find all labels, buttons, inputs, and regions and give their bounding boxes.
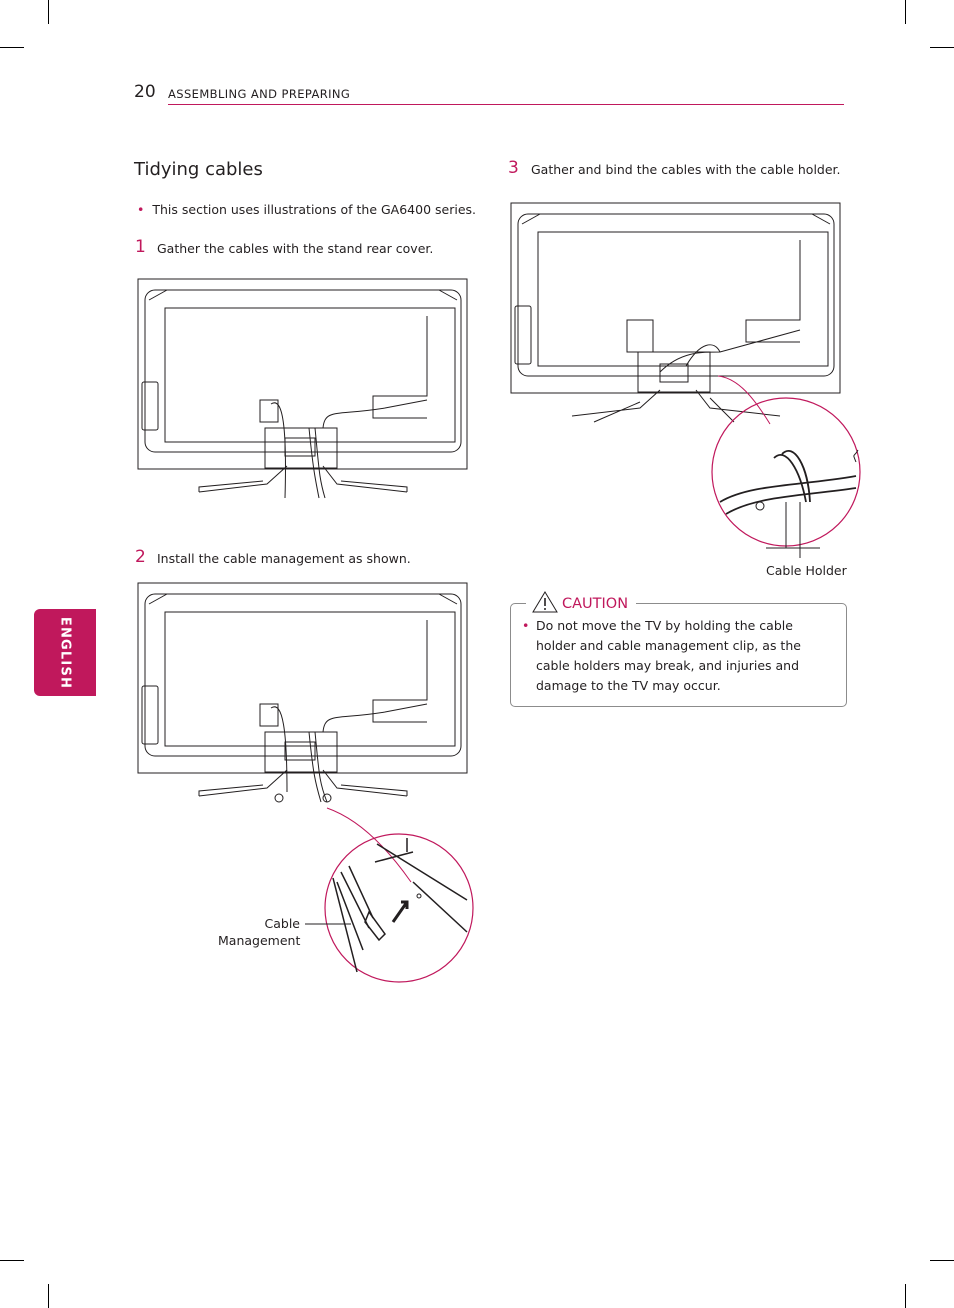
header-rule xyxy=(168,104,844,105)
language-tab-label: ENGLISH xyxy=(57,616,73,689)
crop-mark xyxy=(0,47,24,48)
section-heading: ASSEMBLING AND PREPARING xyxy=(168,87,351,101)
step-text: Install the cable management as shown. xyxy=(157,551,411,566)
step-text: Gather the cables with the stand rear co… xyxy=(157,241,434,256)
crop-mark xyxy=(905,1284,906,1308)
caution-heading: CAUTION xyxy=(526,591,637,617)
note-text: This section uses illustrations of the G… xyxy=(152,202,477,217)
page-title: Tidying cables xyxy=(134,159,263,180)
cable-management-label-line2: Management xyxy=(218,933,301,948)
crop-mark xyxy=(48,0,49,24)
warning-icon xyxy=(532,591,558,613)
language-tab: ENGLISH xyxy=(34,609,96,696)
caution-text: Do not move the TV by holding the cable … xyxy=(536,618,801,693)
caution-bullet-dot: • xyxy=(522,618,530,633)
tv-rear-figure-3 xyxy=(510,202,861,558)
cable-holder-label: Cable Holder xyxy=(766,563,847,578)
step-number: 2 xyxy=(135,547,146,567)
crop-mark xyxy=(930,1260,954,1261)
tv-rear-figure-2 xyxy=(137,582,474,983)
caution-box xyxy=(510,603,847,707)
step-text: Gather and bind the cables with the cabl… xyxy=(531,162,841,177)
step-number: 3 xyxy=(508,158,519,178)
crop-mark xyxy=(48,1284,49,1308)
cable-management-label: Cable Management xyxy=(218,915,300,949)
cable-management-label-line1: Cable xyxy=(264,916,301,931)
crop-mark xyxy=(905,0,906,24)
note-bullet: • This section uses illustrations of the … xyxy=(137,202,476,217)
tv-rear-figure-1 xyxy=(137,278,468,499)
crop-mark xyxy=(0,1260,24,1261)
crop-mark xyxy=(930,47,954,48)
page-number: 20 xyxy=(134,82,156,102)
bullet-dot: • xyxy=(137,202,145,217)
step-number: 1 xyxy=(135,237,146,257)
caution-heading-text: CAUTION xyxy=(562,596,629,612)
